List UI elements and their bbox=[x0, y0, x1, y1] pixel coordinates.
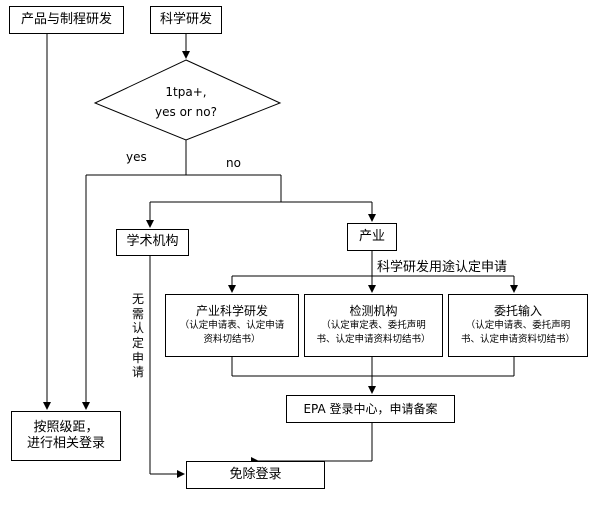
node-testing-title: 检测机构 bbox=[349, 304, 398, 319]
node-testing-line2: 书、认定申请资料切结书） bbox=[316, 334, 431, 345]
node-product-rd: 产品与制程研发 bbox=[9, 6, 124, 34]
node-industry-rd-line2: 资料切结书） bbox=[203, 334, 261, 345]
label-purpose: 科学研发用途认定申请 bbox=[377, 260, 508, 275]
node-academic: 学术机构 bbox=[116, 229, 189, 256]
node-exempt: 免除登录 bbox=[186, 461, 325, 489]
node-commission-line1: （认定申请表、委托声明 bbox=[465, 320, 571, 332]
node-science-rd-text: 科学研发 bbox=[159, 11, 212, 27]
node-testing: 检测机构 （认定审定表、委托声明 书、认定申请资料切结书） bbox=[304, 294, 443, 357]
node-commission: 委托输入 （认定申请表、委托声明 书、认定申请资料切结书） bbox=[448, 294, 588, 357]
decision-text: 1tpa+, yes or no? bbox=[136, 82, 236, 123]
node-register: 按照级距， 进行相关登录 bbox=[11, 411, 121, 461]
label-yes: yes bbox=[126, 150, 147, 164]
node-industry: 产业 bbox=[347, 223, 397, 251]
node-register-line2: 进行相关登录 bbox=[26, 436, 105, 451]
node-industry-text: 产业 bbox=[358, 228, 385, 244]
node-epa-text: EPA 登录中心，申请备案 bbox=[303, 401, 438, 416]
node-epa: EPA 登录中心，申请备案 bbox=[286, 395, 455, 423]
decision-line1: 1tpa+, bbox=[165, 85, 207, 99]
label-no-apply: 无需认定申请 bbox=[131, 292, 144, 380]
node-product-rd-text: 产品与制程研发 bbox=[20, 11, 112, 27]
node-commission-title: 委托输入 bbox=[493, 304, 542, 319]
node-testing-line1: （认定审定表、委托声明 bbox=[321, 320, 426, 332]
decision-line2: yes or no? bbox=[155, 105, 217, 120]
node-register-line1: 按照级距， bbox=[33, 419, 99, 435]
node-academic-text: 学术机构 bbox=[126, 234, 179, 250]
node-exempt-text: 免除登录 bbox=[229, 466, 282, 482]
node-industry-rd-line1: （认定申请表、认定申请 bbox=[179, 320, 285, 332]
node-industry-rd-title: 产业科学研发 bbox=[195, 304, 268, 319]
node-industry-rd: 产业科学研发 （认定申请表、认定申请 资料切结书） bbox=[165, 294, 299, 357]
node-commission-line2: 书、认定申请资料切结书） bbox=[460, 334, 575, 345]
label-no: no bbox=[226, 156, 241, 170]
node-science-rd: 科学研发 bbox=[150, 6, 222, 34]
